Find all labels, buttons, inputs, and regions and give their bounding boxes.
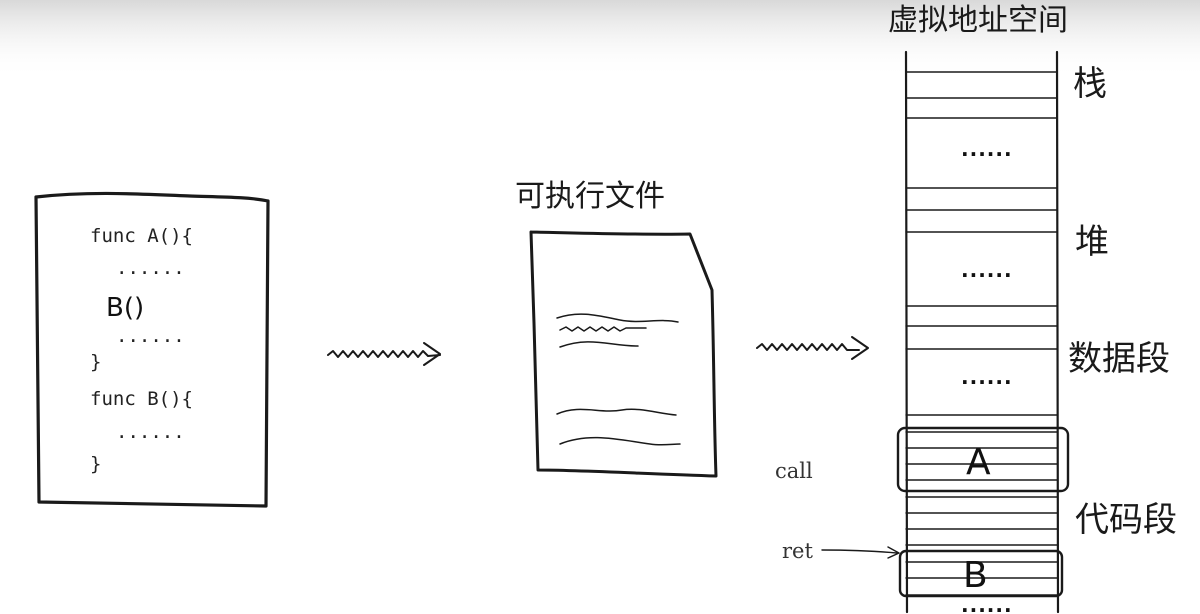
heap-rows [905,187,1058,233]
segment-label-code: 代码段 [1075,500,1177,540]
executable-outline [529,230,718,478]
data-ellipsis: ...... [961,365,1013,389]
load-arrow-shaft [756,343,860,351]
stack-ellipsis: ...... [961,137,1013,161]
code-line-ellipsis: ...... [116,421,185,443]
ret-arrow-head [887,546,900,559]
data-rows [905,305,1058,350]
function-b-label: B [963,555,988,596]
text-scribble [559,436,681,446]
virtual-address-space: 虚拟地址空间 ...... ...... ...... A B ...... 栈… [888,3,1177,614]
text-scribble [559,326,647,332]
executable-title: 可执行文件 [515,179,665,214]
function-a-block [896,426,1070,493]
heap-ellipsis: ...... [961,258,1013,282]
compile-arrow-head [423,342,441,366]
code-line-ellipsis: ...... [116,257,185,279]
load-arrow-head [851,336,869,360]
function-b-block [898,549,1064,598]
code-ellipsis: ...... [961,593,1013,614]
source-code-page: func A(){ ...... B() ...... } func B(){ … [34,191,270,508]
compile-arrow [327,342,441,366]
ret-label: ret [782,539,813,563]
executable-file: 可执行文件 [515,179,718,478]
source-page-outline [34,191,270,508]
top-shadow [0,0,1200,78]
code-rows [905,414,1058,596]
code-line-call-b: B() [106,293,144,323]
stack-rows [905,71,1058,119]
memory-right-rail [1055,50,1060,614]
segment-label-data: 数据段 [1068,339,1170,379]
text-scribble [556,408,677,416]
segment-label-heap: 堆 [1075,222,1109,262]
code-line-func-b: func B(){ [90,388,193,410]
segment-label-stack: 栈 [1073,64,1107,104]
load-arrow [756,336,869,360]
virtual-space-title: 虚拟地址空间 [888,3,1068,38]
text-scribble [556,313,679,323]
memory-left-rail [904,50,909,614]
call-ret-annotations: call ret [775,459,900,563]
text-scribble [559,341,639,348]
code-line-func-a: func A(){ [90,225,193,247]
compile-arrow-shaft [327,350,441,358]
code-line-ellipsis: ...... [116,325,185,347]
function-a-label: A [966,442,991,483]
ret-arrow-shaft [821,549,898,554]
code-line-close-brace: } [90,453,101,475]
code-line-close-brace: } [90,351,101,373]
call-label: call [775,459,813,483]
